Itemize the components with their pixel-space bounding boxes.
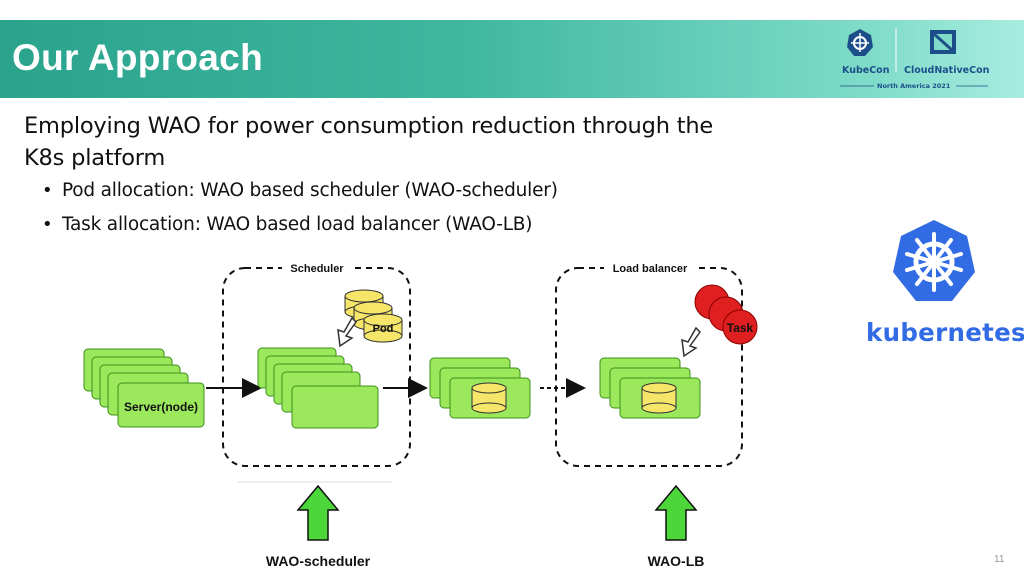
slide-title: Our Approach bbox=[12, 37, 263, 78]
placed-node-stack bbox=[429, 357, 531, 419]
task-routing-arrow bbox=[681, 326, 701, 358]
wao-scheduler-label: WAO-scheduler bbox=[266, 553, 371, 569]
wao-scheduler-up-arrow bbox=[296, 484, 340, 541]
scheduler-box: Scheduler bbox=[222, 262, 411, 467]
kubecon-label: KubeCon bbox=[842, 65, 890, 76]
bullet-task-allocation: Task allocation: WAO based load balancer… bbox=[42, 214, 533, 235]
wao-lb-label: WAO-LB bbox=[648, 553, 705, 569]
pod-label: Pod bbox=[373, 323, 394, 335]
bullet-pod-allocation: Pod allocation: WAO based scheduler (WAO… bbox=[42, 180, 558, 201]
task-label: Task bbox=[727, 321, 754, 335]
wao-lb-up-arrow bbox=[654, 484, 698, 541]
slide-header: Our Approach KubeCon CloudNativeCon Nort… bbox=[0, 20, 1024, 98]
task-circles: Task bbox=[694, 284, 758, 345]
server-node-stack: Server(node) bbox=[83, 348, 205, 428]
load-balancer-box: Load balancer bbox=[555, 262, 743, 467]
kubecon-cloudnativecon-logo-icon bbox=[840, 28, 988, 87]
server-node-label: Server(node) bbox=[124, 400, 198, 414]
pod-placement-arrow bbox=[337, 316, 357, 348]
pod-cylinders: Pod bbox=[344, 289, 403, 343]
scheduler-label: Scheduler bbox=[290, 263, 344, 275]
slide-heading: Employing WAO for power consumption redu… bbox=[24, 113, 714, 171]
kubecon-logo: KubeCon CloudNativeCon North America 202… bbox=[838, 24, 990, 94]
event-label: North America 2021 bbox=[877, 82, 951, 90]
lb-node-stack bbox=[599, 357, 701, 419]
page-number: 11 bbox=[994, 554, 1005, 565]
scheduler-node-stack bbox=[257, 347, 379, 429]
kubernetes-helm-icon bbox=[893, 220, 975, 301]
kubernetes-wordmark: kubernetes bbox=[866, 318, 1024, 347]
load-balancer-label: Load balancer bbox=[613, 263, 688, 275]
cloudnativecon-label: CloudNativeCon bbox=[904, 65, 990, 76]
